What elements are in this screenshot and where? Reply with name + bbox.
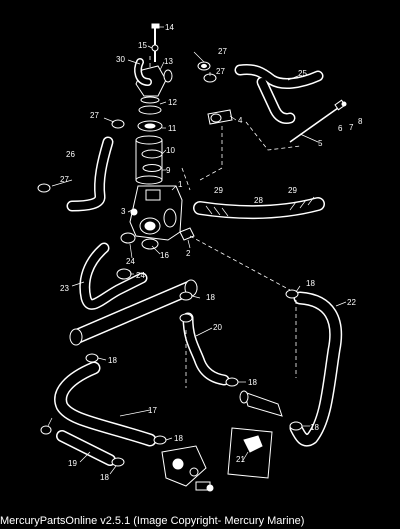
bolt-14[interactable] [151,23,160,62]
callout-18g: 18 [100,473,109,482]
callout-1: 1 [178,180,183,189]
hose-19[interactable] [56,430,116,466]
fitting-16[interactable] [141,238,159,250]
callout-30: 30 [116,55,125,64]
callout-27b: 27 [216,67,225,76]
callout-17: 17 [148,406,157,415]
hose-20[interactable] [182,312,230,386]
callout-24a: 24 [126,257,135,266]
hose-26[interactable] [66,136,114,212]
callout-7: 7 [349,123,354,132]
callout-24b: 24 [136,271,145,280]
exploded-parts-diagram: 14 15 30 13 27 27 25 12 27 4 6 7 8 11 5 … [37,23,363,492]
callout-12: 12 [168,98,177,107]
gasket-stack [137,105,163,172]
tube-manifold[interactable] [69,279,198,346]
hose-28[interactable] [193,196,325,220]
callout-18d: 18 [248,378,257,387]
clamps-18[interactable] [40,289,303,467]
callout-18f: 18 [174,434,183,443]
callout-8: 8 [358,117,363,126]
hose-23[interactable] [79,242,148,310]
callout-23: 23 [60,284,69,293]
hose-22[interactable] [289,291,343,447]
sensor-6-7-8[interactable] [289,99,347,143]
callout-6: 6 [338,124,343,133]
callout-5: 5 [318,139,323,148]
callout-19: 19 [68,459,77,468]
screw-3[interactable] [130,208,138,216]
hose-17[interactable] [54,361,157,447]
hose-25[interactable] [234,64,324,124]
callout-18c: 18 [108,356,117,365]
pump-assembly[interactable] [161,445,214,492]
callout-labels: 14 15 30 13 27 27 25 12 27 4 6 7 8 11 5 … [60,23,363,482]
clamp-27-left[interactable] [111,119,125,129]
callout-22: 22 [347,298,356,307]
callout-21: 21 [236,455,245,464]
thermostat-housing[interactable] [129,185,183,241]
decal-21 [227,427,273,479]
hose-30[interactable] [134,58,152,86]
callout-18b: 18 [206,293,215,302]
plug-2[interactable] [179,227,195,241]
thermostat-cover[interactable] [135,135,163,185]
callout-25: 25 [298,69,307,78]
callout-27a: 27 [218,47,227,56]
assembly-lines [149,56,301,388]
callout-11: 11 [168,124,177,133]
callout-18a: 18 [306,279,315,288]
callout-14: 14 [165,23,174,32]
callout-28: 28 [254,196,263,205]
leader-lines [47,26,347,475]
callout-3: 3 [121,207,126,216]
callout-16: 16 [160,251,169,260]
callout-13: 13 [164,57,173,66]
callout-29a: 29 [214,186,223,195]
callout-15: 15 [138,41,147,50]
callout-2: 2 [186,249,191,258]
callout-9: 9 [166,166,171,175]
clamp-27-top[interactable] [197,61,211,71]
callout-18e: 18 [310,423,319,432]
callout-27c: 27 [90,111,99,120]
callout-26: 26 [66,150,75,159]
fitting-center-lower[interactable] [239,390,283,417]
callout-20: 20 [213,323,222,332]
callout-4: 4 [238,116,243,125]
fitting-4[interactable] [207,109,233,125]
callout-29b: 29 [288,186,297,195]
clamps-24[interactable] [116,232,136,280]
image-caption: MercuryPartsOnline v2.5.1 (Image Copyrig… [0,515,305,527]
callout-27d: 27 [60,175,69,184]
clamp-27-lower[interactable] [37,183,51,193]
callout-10: 10 [166,146,175,155]
